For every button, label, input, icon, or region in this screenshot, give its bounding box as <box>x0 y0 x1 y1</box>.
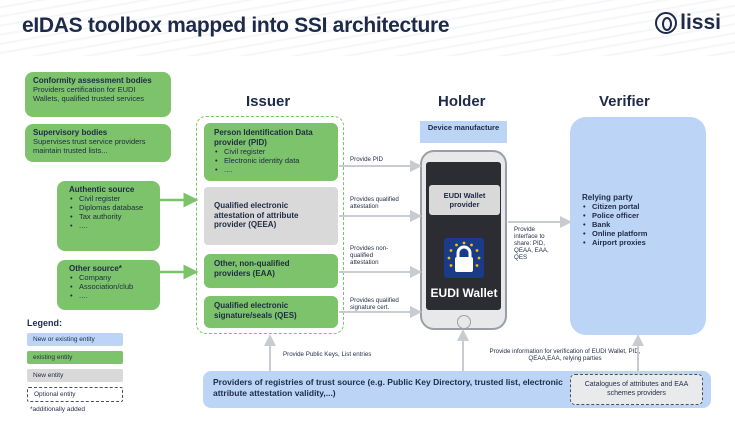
other-list: Company Association/club .... <box>69 273 152 300</box>
logo-text: lissi <box>680 11 721 34</box>
other-title: Other source* <box>69 264 122 273</box>
legend-optional: Optional entity <box>27 387 123 402</box>
legend-note: *additionally added <box>30 406 85 413</box>
wallet-provider-box: EUDI Wallet provider <box>429 185 500 215</box>
column-header-holder: Holder <box>438 93 486 110</box>
list-item: Diplomas database <box>69 203 152 212</box>
supervisory-title: Supervisory bodies <box>33 128 108 137</box>
page-title: eIDAS toolbox mapped into SSI architectu… <box>22 14 450 37</box>
legend-new-or-existing: New or existing entity <box>27 333 123 346</box>
supervisory-text: Supervises trust service providers maint… <box>33 137 146 155</box>
arrow-label-eaa: Provides non-qualified attestation <box>350 245 389 266</box>
legend-new: New entity <box>27 369 123 382</box>
registries-bar: Providers of registries of trust source … <box>203 371 711 408</box>
registries-text: Providers of registries of trust source … <box>213 377 563 398</box>
arrow-label-qes: Provides qualified signature cert. <box>350 297 399 311</box>
verifier-box: Relying party Citizen portal Police offi… <box>570 117 706 335</box>
list-item: Association/club <box>69 282 152 291</box>
lissi-logo: lissi <box>655 11 721 35</box>
eu-lock-icon <box>444 238 484 278</box>
issuer-frame <box>196 116 344 334</box>
list-item: Electronic identity data <box>214 156 328 165</box>
legend-title: Legend: <box>27 318 62 328</box>
pid-title: Person Identification Data provider (PID… <box>214 128 313 147</box>
device-manufacture-box: Device manufacture <box>420 121 507 143</box>
arrow-label-qeea: Provides qualified attestation <box>350 196 399 210</box>
catalogues-box: Catalogues of attributes and EAA schemes… <box>570 374 703 405</box>
authentic-title: Authentic source <box>69 185 135 194</box>
header-band <box>0 0 735 56</box>
arrow-label-pid: Provide PID <box>350 156 384 163</box>
arrow-label-verification: Provide information for verification of … <box>489 348 641 362</box>
lissi-logo-icon <box>655 12 678 34</box>
conformity-assessment-box: Conformity assessment bodies Providers c… <box>25 72 171 117</box>
relying-party-list: Citizen portal Police officer Bank Onlin… <box>582 202 706 247</box>
list-item: .... <box>214 165 328 174</box>
issuer-pid-box: Person Identification Data provider (PID… <box>204 123 338 181</box>
legend-existing: existing entity <box>27 351 123 364</box>
home-button <box>457 315 471 329</box>
column-header-issuer: Issuer <box>246 93 291 110</box>
list-item: .... <box>69 291 152 300</box>
issuer-qes-box: Qualified electronic signature/seals (QE… <box>204 296 338 328</box>
authentic-source-box: Authentic source Civil register Diplomas… <box>57 181 160 251</box>
list-item: Citizen portal <box>582 202 706 211</box>
eaa-title: Other, non-qualified providers (EAA) <box>214 259 290 278</box>
authentic-list: Civil register Diplomas database Tax aut… <box>69 194 152 230</box>
list-item: Company <box>69 273 152 282</box>
list-item: .... <box>69 221 152 230</box>
eudi-wallet-label: EUDI Wallet <box>430 286 498 300</box>
list-item: Civil register <box>214 147 328 156</box>
list-item: Online platform <box>582 229 706 238</box>
conformity-text: Providers certification for EUDI Wallets… <box>33 85 145 103</box>
conformity-title: Conformity assessment bodies <box>33 76 152 85</box>
qes-title: Qualified electronic signature/seals (QE… <box>214 301 297 320</box>
supervisory-bodies-box: Supervisory bodies Supervises trust serv… <box>25 124 171 162</box>
issuer-eaa-box: Other, non-qualified providers (EAA) <box>204 254 338 288</box>
arrow-label-share: Provide interface to share: PID, QEAA, E… <box>514 226 549 261</box>
relying-party-title: Relying party <box>582 193 633 202</box>
list-item: Bank <box>582 220 706 229</box>
list-item: Airport proxies <box>582 238 706 247</box>
list-item: Police officer <box>582 211 706 220</box>
qeea-title: Qualified electronic attestation of attr… <box>214 201 299 229</box>
pid-list: Civil register Electronic identity data … <box>214 147 328 174</box>
issuer-qeea-box: Qualified electronic attestation of attr… <box>204 187 338 245</box>
column-header-verifier: Verifier <box>599 93 650 110</box>
other-source-box: Other source* Company Association/club .… <box>57 260 160 310</box>
list-item: Civil register <box>69 194 152 203</box>
arrow-label-public-keys: Provide Public Keys, List entries <box>283 351 372 358</box>
list-item: Tax authority <box>69 212 152 221</box>
